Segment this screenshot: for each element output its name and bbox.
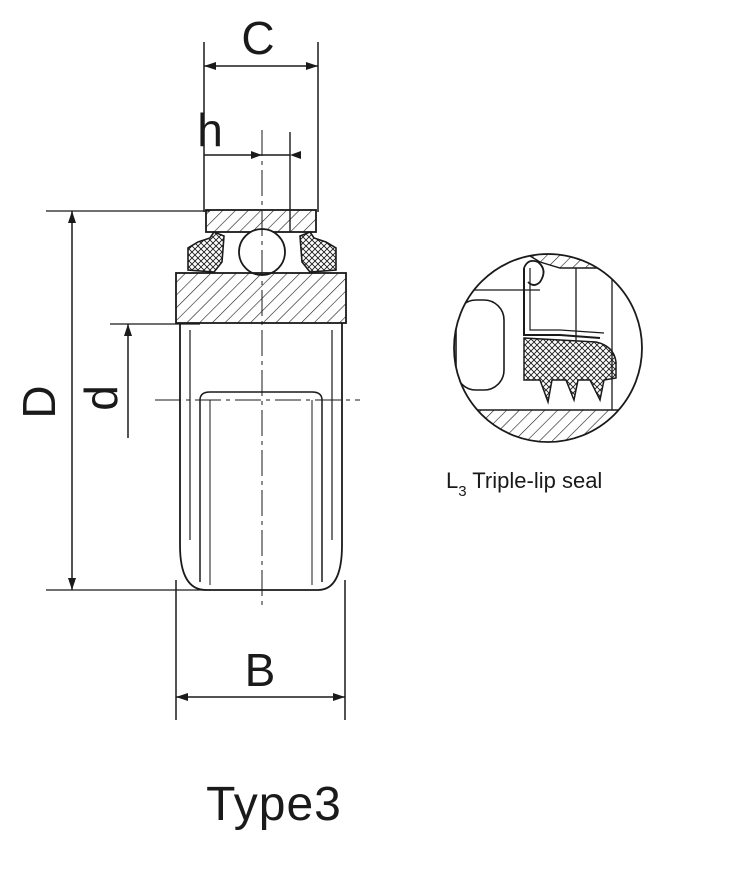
dimension-d-outer: D: [13, 210, 210, 591]
dimension-h-label: h: [197, 104, 223, 156]
dimension-d-outer-label: D: [13, 385, 65, 418]
seal-left: [187, 231, 225, 273]
triple-lip-seal: [523, 337, 617, 405]
dimension-c: C: [203, 12, 319, 212]
dimension-h: h: [197, 104, 301, 232]
type-label: Type3: [206, 778, 342, 831]
seal-caption: L3 Triple-lip seal: [446, 468, 602, 500]
seal-caption-text: Triple-lip seal: [467, 468, 603, 493]
dimension-d-bore-label: d: [75, 385, 127, 411]
inner-ring: [175, 272, 347, 324]
dimension-b: B: [175, 580, 346, 720]
inner-ring-lower: [179, 323, 343, 591]
seal-right: [299, 231, 337, 273]
bearing-section: [155, 130, 360, 605]
dimension-b-label: B: [245, 644, 276, 696]
seal-caption-letter: L: [446, 468, 458, 493]
dimension-c-label: C: [241, 12, 274, 64]
seal-caption-subscript: 3: [458, 483, 466, 500]
dimension-d-bore: d: [75, 323, 200, 438]
seal-detail-view: [453, 253, 643, 443]
